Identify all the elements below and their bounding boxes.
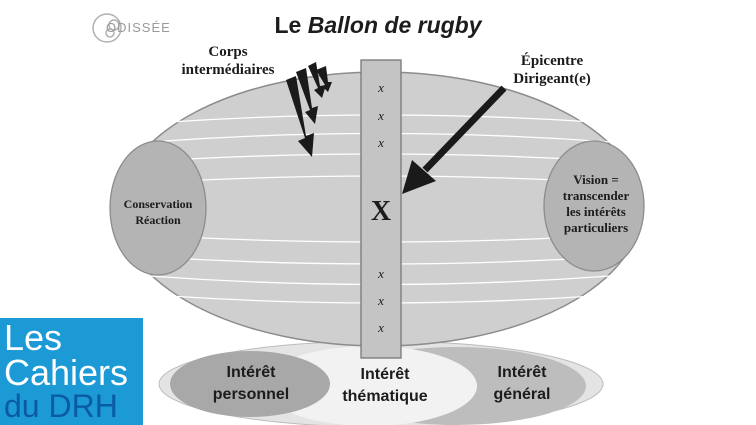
odissee-logo-text: ODISSÉE: [106, 20, 171, 35]
general-line1: Intérêt: [497, 364, 547, 381]
interet-general-label: Intérêt général: [470, 362, 574, 406]
corps-arrows: [286, 62, 332, 157]
vision-line2: transcender: [562, 188, 630, 203]
cahiers-logo-line2: Cahiers: [4, 352, 129, 393]
conservation-label: Conservation Réaction: [110, 196, 206, 228]
personnel-line2: personnel: [212, 386, 290, 403]
interet-personnel-label: Intérêt personnel: [192, 362, 310, 406]
vision-label: Vision = transcender les intérêts partic…: [546, 172, 646, 236]
vision-line1: Vision =: [573, 172, 619, 187]
cahiers-du-drh-logo: Les Cahiers du DRH: [0, 318, 143, 425]
thematique-line2: thématique: [342, 388, 428, 405]
epicentre-arrow: [402, 85, 507, 194]
small-x-3: x: [378, 135, 384, 150]
personnel-line1: Intérêt: [226, 364, 276, 381]
odissee-logo-icon: [92, 13, 122, 43]
general-line2: général: [493, 386, 551, 403]
small-x-2: x: [378, 108, 384, 123]
small-x-4: x: [378, 266, 384, 281]
small-x-5: x: [378, 293, 384, 308]
epicentre-line2: Dirigeant(e): [513, 71, 591, 87]
diagram-title: Le Ballon de rugby: [274, 12, 482, 38]
conservation-line2: Réaction: [135, 213, 181, 227]
corps-label: Corps intermédiaires: [181, 44, 275, 78]
right-circle: [543, 140, 645, 272]
epicentre-line1: Épicentre: [520, 53, 584, 69]
vision-line3: les intérêts: [566, 204, 626, 219]
base-personnel-ellipse: [170, 351, 330, 417]
epicentre-label: Épicentre Dirigeant(e): [498, 52, 606, 88]
center-x: X: [370, 196, 392, 227]
small-x-6: x: [378, 320, 384, 335]
small-x-1: x: [378, 80, 384, 95]
vision-line4: particuliers: [563, 220, 629, 235]
cahiers-logo-line3: du DRH: [4, 388, 118, 424]
interet-thematique-label: Intérêt thématique: [330, 364, 440, 408]
left-circle: [109, 140, 207, 276]
thematique-line1: Intérêt: [360, 366, 410, 383]
conservation-line1: Conservation: [123, 197, 193, 211]
central-column: [360, 59, 402, 359]
cahiers-logo-line1: Les: [4, 318, 63, 358]
